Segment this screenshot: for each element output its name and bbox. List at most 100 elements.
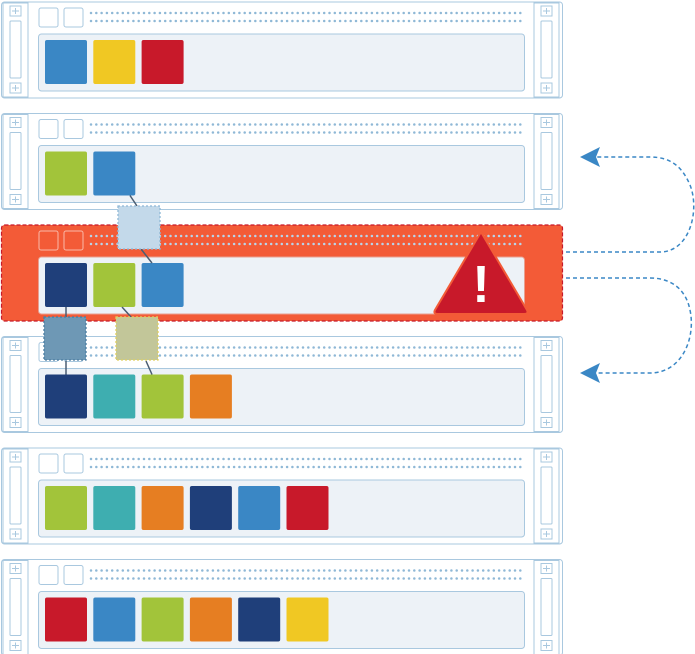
vent-dot: [471, 123, 474, 126]
vent-dot: [95, 234, 98, 238]
vent-dot: [317, 577, 321, 580]
vent-dot: [317, 569, 321, 572]
vent-dot: [275, 346, 278, 349]
left-plus-mark-top: [12, 342, 19, 349]
vent-dot: [503, 577, 506, 580]
bay-button: [63, 230, 84, 251]
right-plus-mark-top: [543, 565, 550, 572]
vent-dot: [460, 123, 464, 126]
vent-dot: [158, 123, 162, 126]
vent-dot: [381, 457, 384, 461]
vent-dot: [190, 242, 193, 246]
vent-dot: [216, 19, 220, 23]
vent-dot: [344, 234, 347, 238]
vent-dot: [301, 457, 305, 461]
vent-dot: [259, 465, 262, 469]
vent-dot: [407, 242, 411, 246]
vent-dot: [264, 11, 268, 15]
vent-dot: [137, 465, 140, 469]
vent-dot: [211, 457, 215, 461]
vent-dot: [275, 465, 278, 469]
vent-dot: [110, 234, 114, 238]
vent-dot: [296, 19, 299, 23]
vent-dot: [338, 569, 342, 572]
vent-dot: [238, 19, 241, 23]
vent-dot: [169, 577, 172, 580]
left-rack-ear: [2, 448, 29, 544]
vent-dot: [428, 569, 432, 572]
vent-dot: [121, 19, 125, 23]
vent-dot: [275, 19, 278, 23]
left-rack-handle: [9, 466, 22, 525]
vent-dot: [375, 354, 379, 357]
vent-dot: [285, 123, 289, 126]
vent-dot: [312, 234, 315, 238]
vent-dot: [344, 577, 347, 580]
vent-dot: [269, 11, 273, 15]
vent-dot: [216, 11, 220, 15]
vent-dot: [185, 569, 188, 572]
vent-dot: [291, 11, 294, 15]
vent-dot: [174, 354, 178, 357]
vent-dot: [513, 569, 517, 572]
vent-dot: [248, 234, 252, 238]
vent-dot: [100, 457, 103, 461]
vent-dot: [476, 465, 480, 469]
vent-dot: [476, 123, 480, 126]
vent-dot: [201, 19, 204, 23]
vent-dot: [169, 242, 172, 246]
vent-dot: [418, 11, 421, 15]
vent-dot: [190, 457, 193, 461]
vent-dot: [238, 577, 241, 580]
vent-dot: [222, 19, 225, 23]
vent-dot: [132, 577, 135, 580]
vent-dot: [354, 354, 358, 357]
vent-dot: [381, 346, 384, 349]
vent-dot: [179, 346, 183, 349]
vent-dot: [466, 234, 469, 238]
vent-dot: [423, 354, 427, 357]
vent-dot: [349, 123, 352, 126]
vent-dot: [280, 577, 284, 580]
data-block-blue: [93, 597, 136, 642]
vent-dot: [354, 11, 358, 15]
vent-dot: [291, 346, 294, 349]
vent-dot: [328, 242, 331, 246]
vent-dot: [513, 19, 517, 23]
vent-dot: [328, 346, 331, 349]
vent-dot: [121, 569, 125, 572]
left-plus-mark-top: [12, 454, 19, 460]
vent-dot: [100, 569, 103, 572]
vent-dot: [269, 577, 273, 580]
vent-dot: [216, 465, 220, 469]
vent-dot: [444, 131, 448, 134]
vent-dot: [349, 354, 352, 357]
vent-dot: [460, 457, 464, 461]
vent-dot: [519, 465, 522, 469]
vent-dot: [444, 569, 448, 572]
data-block-blue: [141, 263, 184, 307]
vent-dot: [105, 234, 109, 238]
vent-dot: [116, 465, 119, 469]
left-rack-ear: [2, 114, 29, 209]
vent-dot: [381, 19, 384, 23]
vent-dot: [95, 19, 98, 23]
vent-dot: [132, 569, 135, 572]
vent-dot: [195, 457, 199, 461]
left-rack-ear: [2, 337, 29, 432]
vent-dot: [391, 11, 395, 15]
vent-dot: [365, 569, 368, 572]
vent-dot: [407, 234, 411, 238]
right-plus-mark-bottom: [543, 196, 550, 203]
vent-dot: [444, 123, 448, 126]
vent-dot: [481, 346, 485, 349]
vent-dot: [481, 123, 485, 126]
vent-dot: [195, 19, 199, 23]
vent-dot: [174, 242, 178, 246]
vent-dot: [434, 234, 437, 238]
vent-dot: [317, 234, 321, 238]
connector-line: [129, 195, 138, 207]
vent-dot: [89, 457, 93, 461]
vent-dot: [301, 242, 305, 246]
vent-dot: [206, 131, 209, 134]
